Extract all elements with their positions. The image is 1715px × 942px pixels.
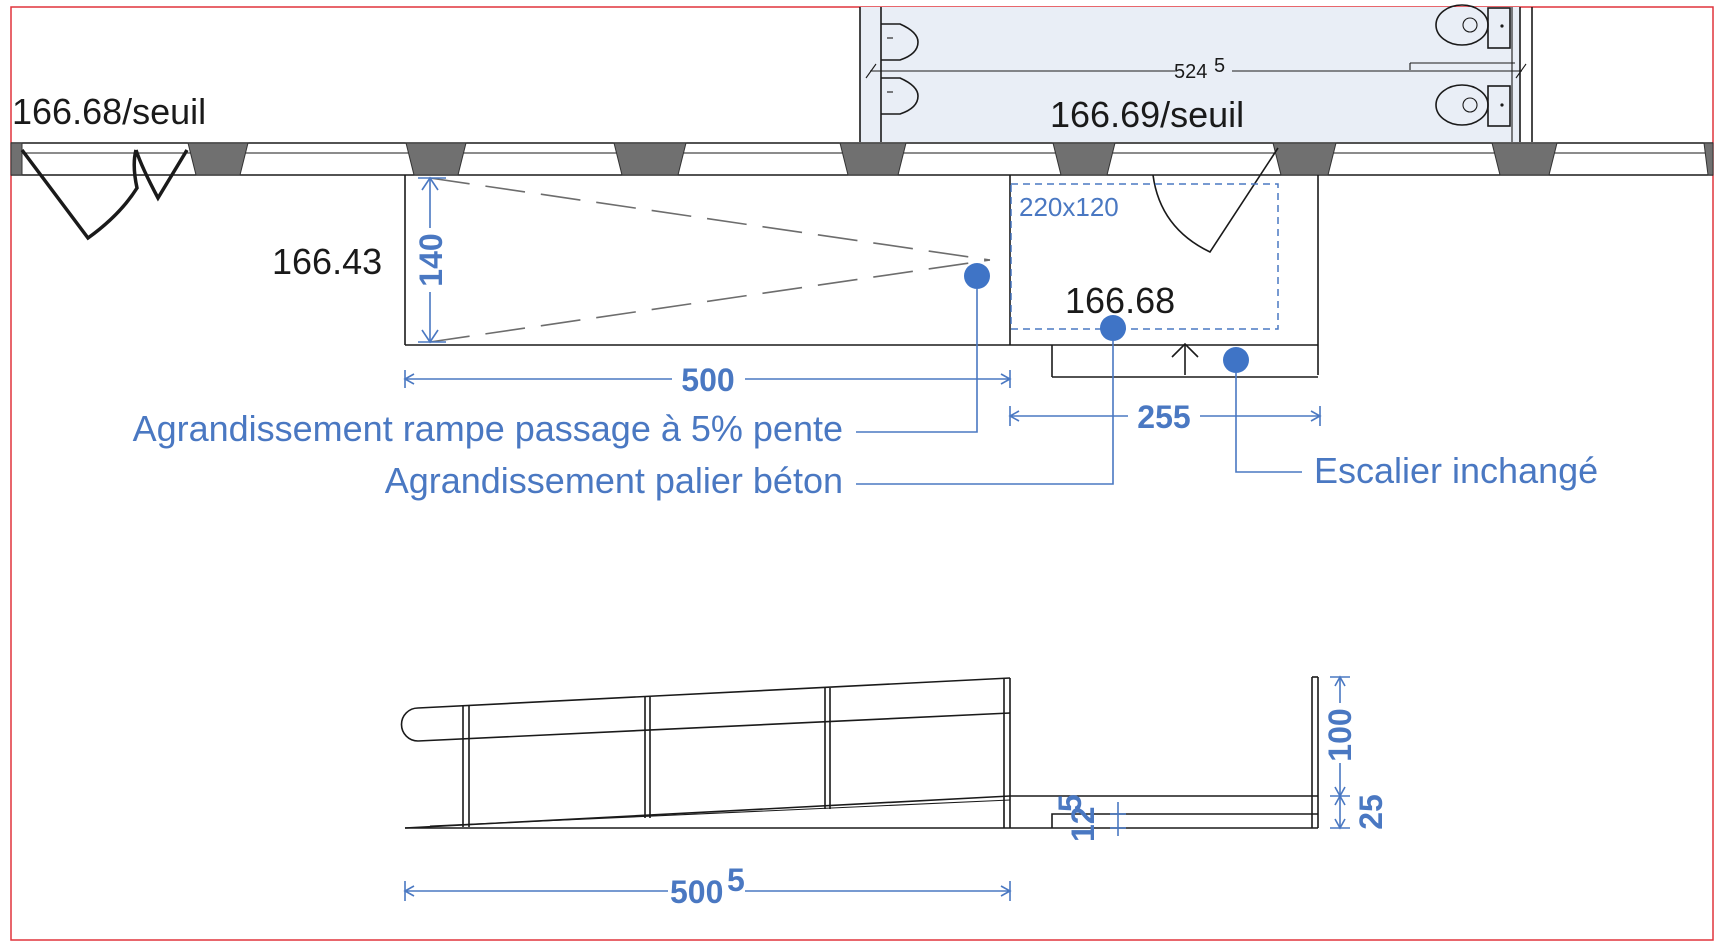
washroom-width-dimension: 524 5 bbox=[865, 55, 1527, 83]
landing-callout-marker bbox=[1100, 315, 1126, 341]
toilet-icon bbox=[1435, 4, 1511, 49]
elevation-length-label: 500 bbox=[670, 874, 723, 910]
elevation-length-dimension: 500 5 bbox=[403, 862, 1012, 910]
elevation-length-superscript: 5 bbox=[727, 862, 745, 898]
urinal-icon bbox=[881, 77, 919, 115]
door-swing-icon bbox=[1152, 147, 1279, 254]
step-height-superscript: 5 bbox=[1052, 794, 1088, 812]
ramp-width-dimension: 140 bbox=[413, 176, 449, 344]
elevation-height-dimension: 100 25 bbox=[1322, 675, 1389, 830]
ramp-length-dimension: 500 bbox=[403, 362, 1012, 398]
ramp-level-label: 166.43 bbox=[272, 241, 382, 282]
double-door-swing-icon bbox=[20, 148, 189, 241]
landing-callout-label: Agrandissement palier béton bbox=[385, 460, 843, 501]
step-height-label: 12 bbox=[1065, 806, 1101, 842]
washroom-width-superscript: 5 bbox=[1214, 55, 1225, 77]
stairs-callout-label: Escalier inchangé bbox=[1314, 450, 1598, 491]
landing-height-label: 25 bbox=[1353, 794, 1389, 830]
landing-plan: 220x120 166.68 bbox=[1010, 175, 1319, 375]
ramp-plan bbox=[404, 175, 1011, 346]
ramp-length-label: 500 bbox=[681, 362, 734, 398]
urinal-icon bbox=[881, 23, 919, 61]
washroom-width-label: 524 bbox=[1174, 61, 1207, 83]
washroom-block bbox=[859, 7, 1533, 142]
landing-zone-label: 220x120 bbox=[1019, 192, 1119, 222]
ramp-elevation bbox=[400, 677, 1011, 829]
ramp-callout: Agrandissement rampe passage à 5% pente bbox=[133, 263, 990, 449]
stairs-plan bbox=[1051, 342, 1318, 378]
landing-callout: Agrandissement palier béton bbox=[385, 315, 1126, 501]
right-threshold-label: 166.69/seuil bbox=[1050, 94, 1244, 135]
left-threshold-label: 166.68/seuil bbox=[12, 91, 206, 132]
ramp-callout-label: Agrandissement rampe passage à 5% pente bbox=[133, 408, 843, 449]
ramp-callout-marker bbox=[964, 263, 990, 289]
landing-elevation bbox=[1010, 676, 1319, 829]
wall-piers bbox=[10, 142, 1714, 176]
stairs-callout: Escalier inchangé bbox=[1223, 347, 1598, 491]
landing-length-label: 255 bbox=[1137, 399, 1190, 435]
railing-height-label: 100 bbox=[1322, 708, 1358, 761]
toilet-icon bbox=[1435, 84, 1511, 127]
landing-zone-outline bbox=[1010, 183, 1279, 330]
step-height-dimension: 12 5 bbox=[1052, 794, 1126, 842]
landing-level-label: 166.68 bbox=[1065, 280, 1175, 321]
landing-length-dimension: 255 bbox=[1008, 399, 1322, 435]
stairs-callout-marker bbox=[1223, 347, 1249, 373]
ramp-width-label: 140 bbox=[413, 233, 449, 286]
